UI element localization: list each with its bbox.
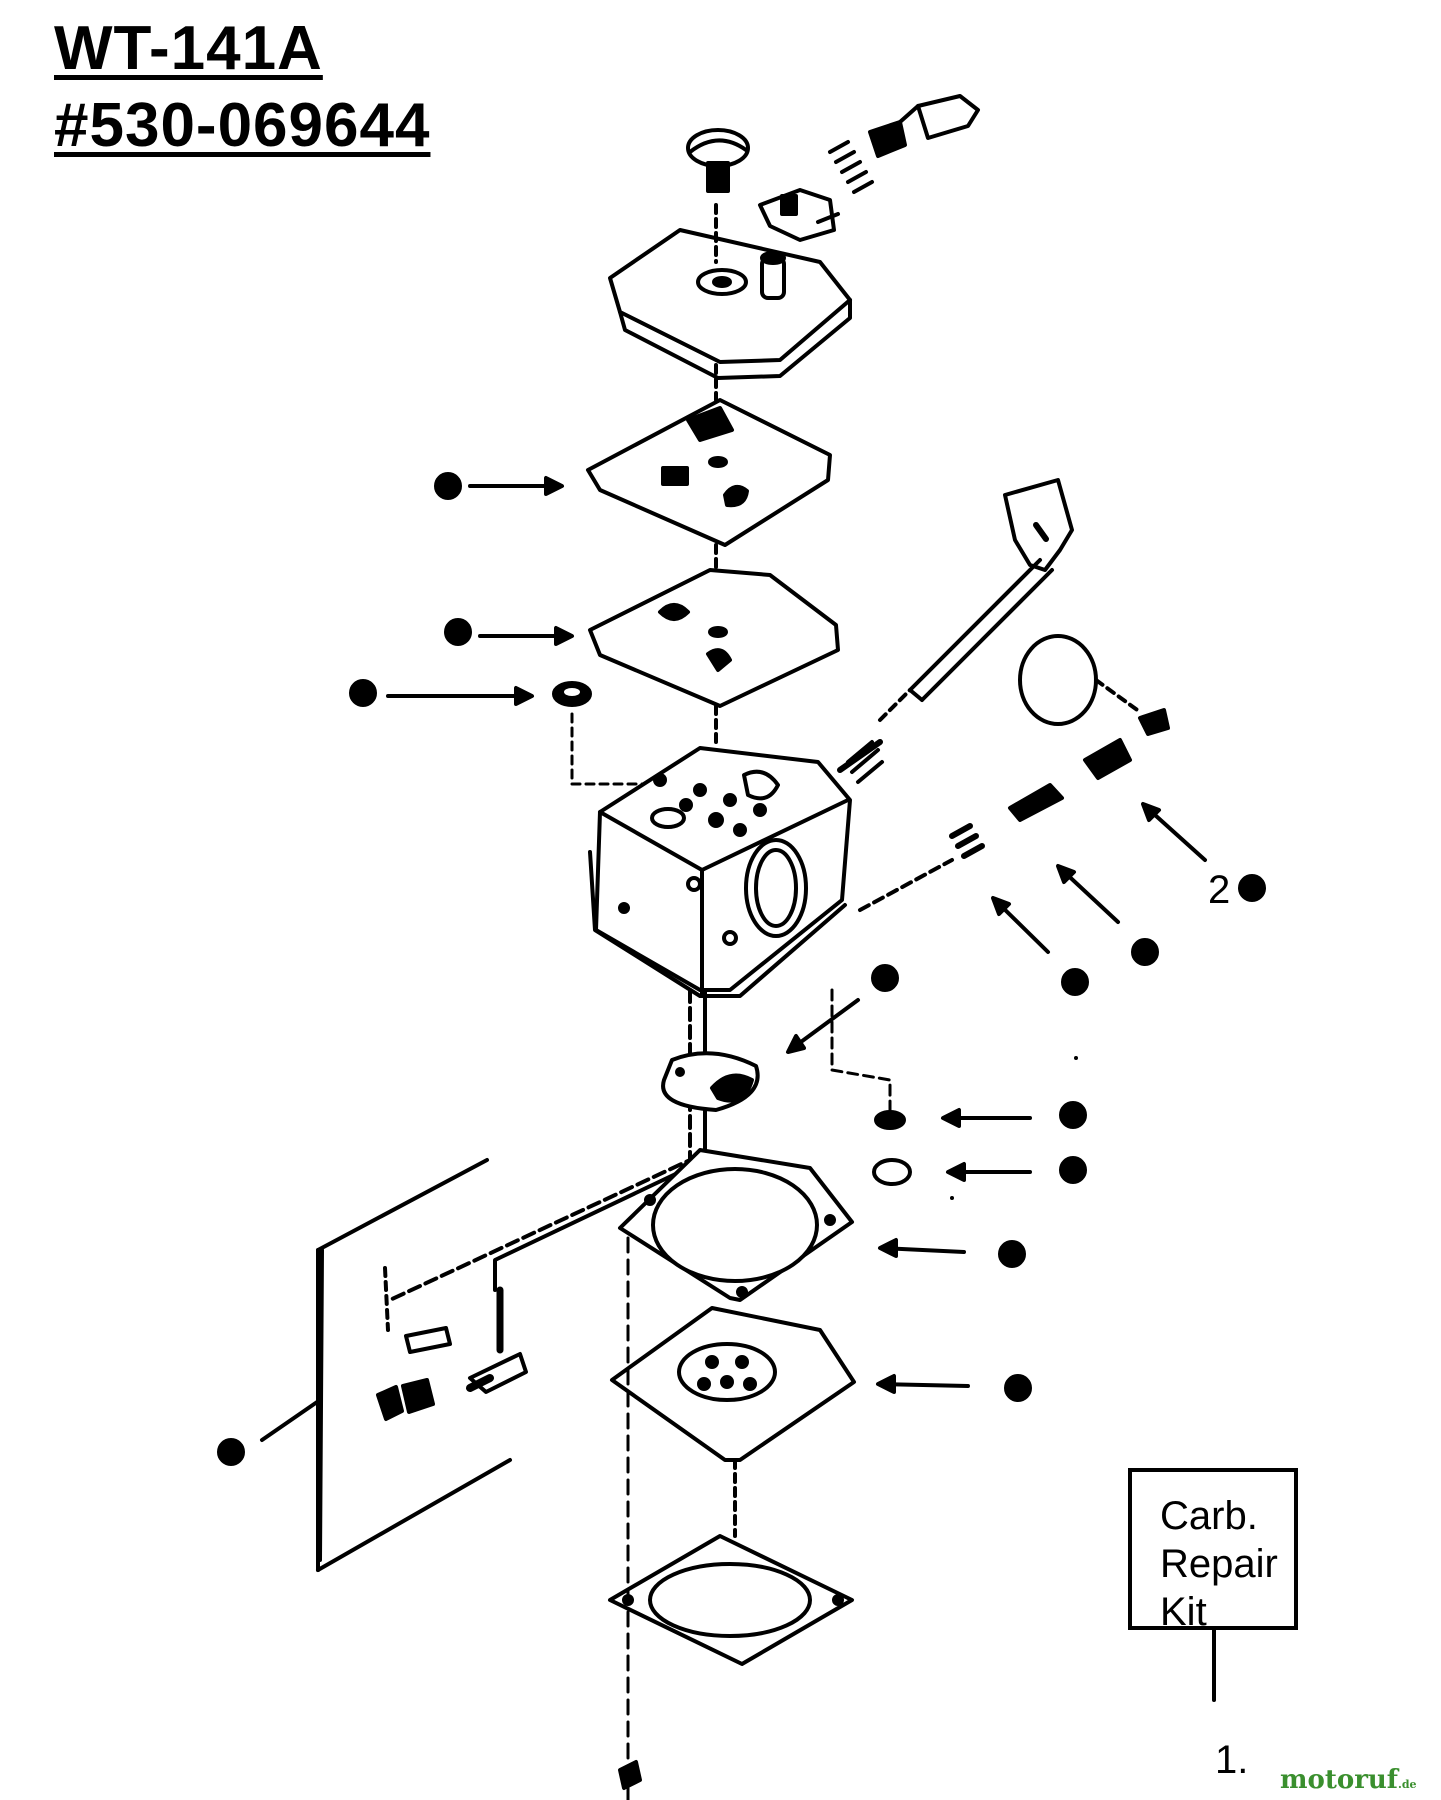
needle-assembly — [858, 738, 1132, 912]
kit-label-line-3: Kit — [1160, 1590, 1207, 1634]
throttle-plate — [1018, 634, 1170, 736]
carb-repair-kit-box: Carb. Repair Kit — [1128, 1468, 1298, 1634]
return-spring — [837, 739, 884, 784]
scan-specks — [950, 1056, 1078, 1200]
throttle-shaft — [878, 478, 1074, 722]
inlet-needle-group — [260, 1158, 528, 1572]
part-number-title: #530-069644 — [54, 91, 431, 160]
callout-label-1: 1. — [1215, 1738, 1249, 1782]
kit-label-line-2: Repair — [1160, 1542, 1278, 1586]
callout-label-2: 2 — [1208, 868, 1231, 912]
adjust-needle — [828, 94, 980, 194]
kit-label-line-1: Carb. — [1160, 1494, 1258, 1538]
watermark-text: motoruf — [1280, 1765, 1398, 1795]
inlet-fitting — [758, 188, 840, 242]
model-title: WT-141A — [54, 14, 323, 83]
check-valve — [661, 1051, 760, 1112]
callout-bullets — [217, 472, 1266, 1702]
metering-diaphragm — [610, 1306, 856, 1462]
watermark-logo: motoruf.de — [1280, 1765, 1417, 1795]
watermark-suffix: .de — [1398, 1778, 1417, 1791]
screen-and-plug — [830, 988, 912, 1186]
pump-cover — [608, 203, 852, 380]
callout-bullet-gasket — [434, 472, 462, 500]
top-screw — [686, 128, 750, 193]
pump-gasket — [586, 363, 832, 547]
carburetor-body — [588, 704, 852, 998]
pump-diaphragm — [588, 543, 840, 708]
metering-cover — [608, 1236, 854, 1800]
metering-gasket — [618, 1148, 854, 1302]
inlet-screen — [552, 681, 662, 786]
